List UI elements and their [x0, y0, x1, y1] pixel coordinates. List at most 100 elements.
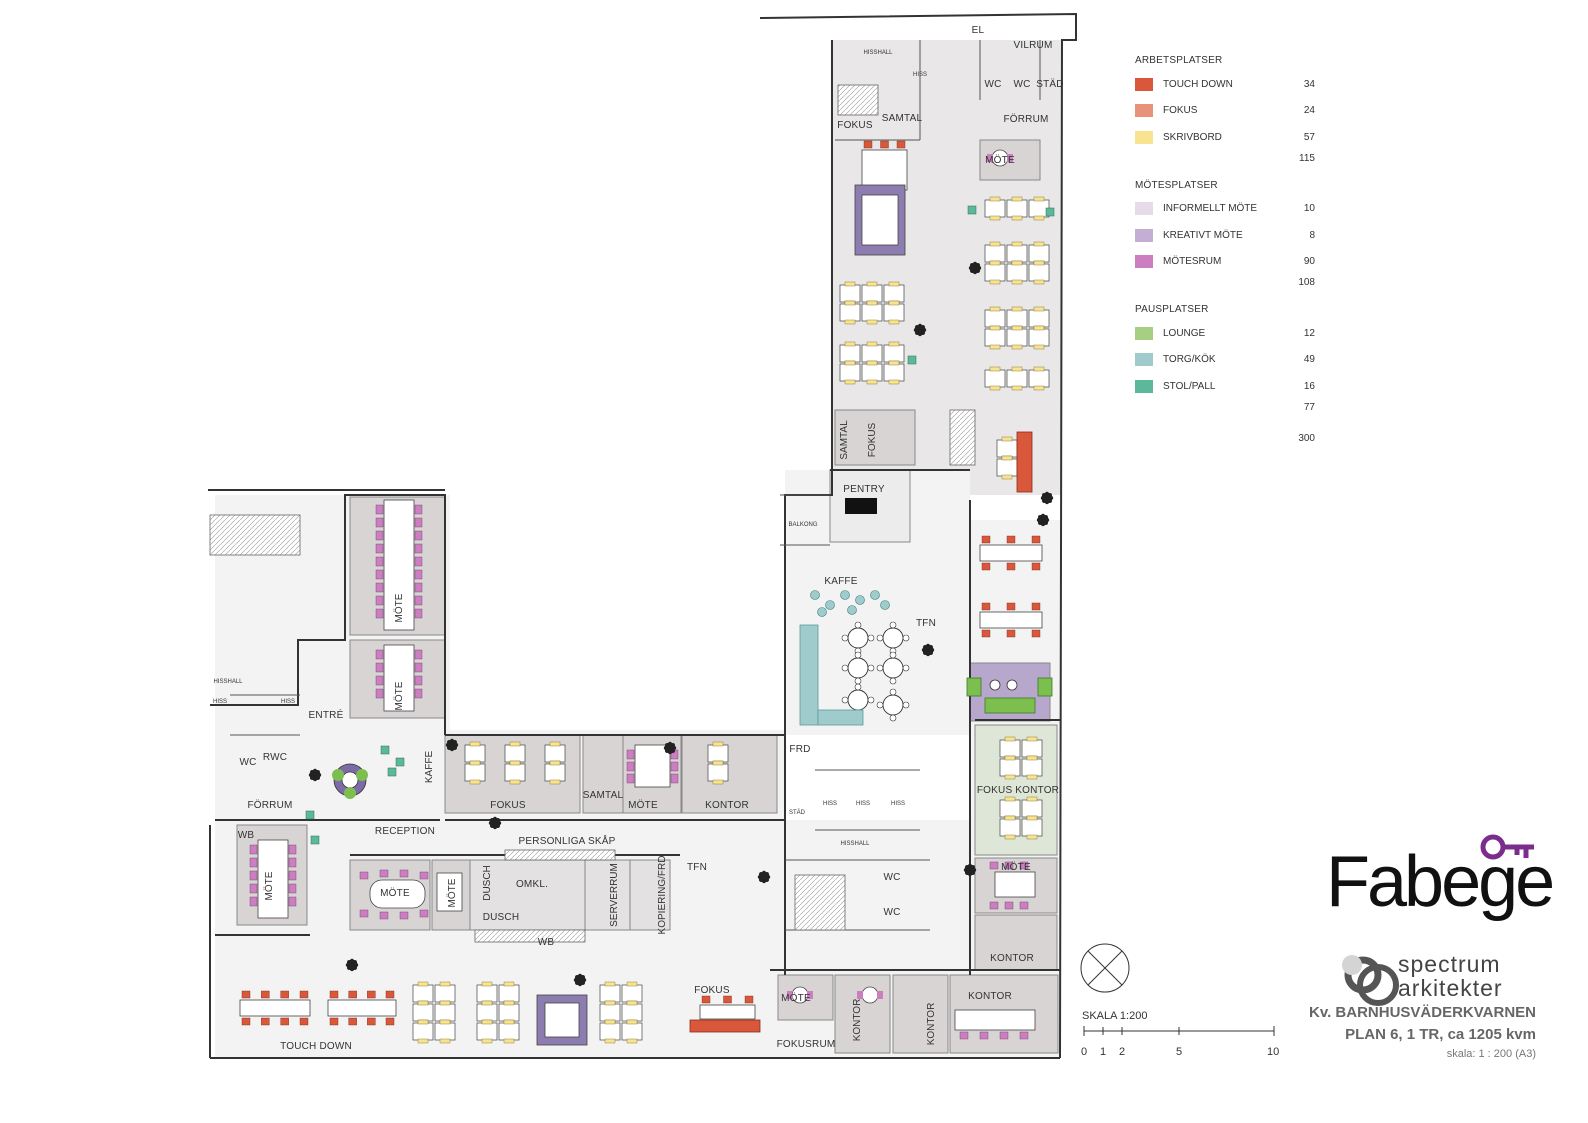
legend-item-label: SKRIVBORD	[1163, 131, 1222, 143]
label-stad-mid: STÄD	[789, 809, 806, 816]
desk	[1006, 244, 1028, 263]
meeting-chair	[288, 870, 297, 881]
meeting-chair	[414, 504, 423, 515]
desk-chair	[1004, 796, 1016, 802]
desk-chair	[1011, 279, 1023, 285]
desk-chair	[626, 1038, 638, 1044]
touchdown-chair	[385, 990, 395, 999]
label-fokus-bottom: FOKUS	[694, 985, 730, 996]
desk	[1021, 739, 1043, 758]
label-hisshall-top: HISSHALL	[863, 50, 893, 56]
desk-chair	[604, 981, 616, 987]
desk-chair	[549, 779, 561, 785]
desk-chair	[481, 981, 493, 987]
desk	[621, 1003, 643, 1022]
meeting-chair	[414, 608, 423, 619]
meeting-chair	[414, 569, 423, 580]
meeting-chair	[1019, 1031, 1029, 1040]
plant-center	[492, 820, 498, 826]
desk	[412, 1003, 434, 1022]
desk-chair	[888, 319, 900, 325]
desk	[999, 739, 1021, 758]
label-kopiering: KOPIERING/FRD	[657, 856, 668, 935]
desk-chair	[989, 366, 1001, 372]
touchdown-chair	[329, 1017, 339, 1026]
legend-item-label: MÖTESRUM	[1163, 256, 1222, 268]
stool	[305, 810, 315, 820]
desk-chair	[844, 360, 856, 366]
desk-chair	[989, 215, 1001, 221]
desk	[464, 744, 486, 763]
desk	[476, 1003, 498, 1022]
meeting-chair	[670, 773, 679, 784]
meeting-chair	[414, 556, 423, 567]
desk-chair	[1033, 306, 1045, 312]
desk-chair	[888, 341, 900, 347]
touchdown-chair	[981, 602, 991, 611]
label-balkong: BALKONG	[788, 522, 817, 528]
desk	[883, 363, 905, 382]
label-fokus-kontor: FOKUS KONTOR	[977, 785, 1059, 796]
label-pentry: PENTRY	[843, 484, 885, 495]
touchdown-chair	[1006, 535, 1016, 544]
label-samtal-mid: SAMTAL	[583, 790, 624, 801]
desk	[883, 344, 905, 363]
desk	[476, 1022, 498, 1041]
desk-chair	[888, 281, 900, 287]
scale-tick-2: 2	[1119, 1046, 1126, 1058]
desk	[999, 818, 1021, 837]
desk-chair	[481, 1000, 493, 1006]
desk	[707, 744, 729, 763]
plant-center	[972, 265, 978, 271]
desk	[1006, 199, 1028, 218]
desk	[999, 758, 1021, 777]
touchdown-chair	[701, 995, 711, 1004]
desk-chair	[1011, 260, 1023, 266]
scale-label: SKALA 1:200	[1082, 1010, 1148, 1022]
legend-total: 300	[1298, 432, 1315, 444]
meeting-chair	[288, 883, 297, 894]
touchdown-table	[979, 544, 1043, 562]
legend-swatch	[1135, 104, 1153, 118]
meeting-chair	[375, 530, 384, 541]
cafe-chair	[889, 621, 897, 629]
legend-swatch	[1135, 326, 1153, 340]
desk	[839, 363, 861, 382]
touchdown-chair	[723, 995, 732, 1004]
desk-chair	[1011, 241, 1023, 247]
label-kontor-v1: KONTOR	[852, 999, 863, 1042]
label-samtal-top: SAMTAL	[882, 113, 923, 124]
legend-item-count: 34	[1303, 78, 1315, 90]
label-mote-left-2: MÖTE	[393, 681, 405, 710]
touchdown-table	[979, 611, 1043, 629]
meeting-chair	[249, 896, 258, 907]
desk-chair	[439, 1000, 451, 1006]
desk-chair	[549, 741, 561, 747]
desk	[504, 763, 526, 782]
scale-tick-1: 1	[1100, 1046, 1107, 1058]
cafe-chair	[889, 714, 897, 722]
meeting-chair	[807, 991, 813, 999]
desk-chair	[866, 300, 878, 306]
desk	[839, 344, 861, 363]
label-mote-small: MÖTE	[446, 878, 458, 907]
meeting-chair	[414, 543, 423, 554]
cafe-chair	[854, 621, 862, 629]
legend-item-label: INFORMELLT MÖTE	[1163, 203, 1258, 215]
fabege-wordmark: Fabege	[1326, 842, 1555, 922]
meeting-chair	[999, 1031, 1009, 1040]
label-wb-bottom: WB	[538, 937, 555, 948]
label-omkl: OMKL.	[516, 879, 548, 890]
label-hiss-4: HISS	[213, 699, 227, 705]
label-fokus-v: FOKUS	[867, 422, 878, 457]
legend-swatch	[1135, 379, 1153, 393]
desk	[1006, 328, 1028, 347]
desk-chair	[604, 1038, 616, 1044]
plant-center	[312, 772, 318, 778]
cafe-table	[882, 657, 904, 679]
round-meeting-table	[861, 986, 879, 1004]
cafe-chair	[876, 634, 884, 642]
